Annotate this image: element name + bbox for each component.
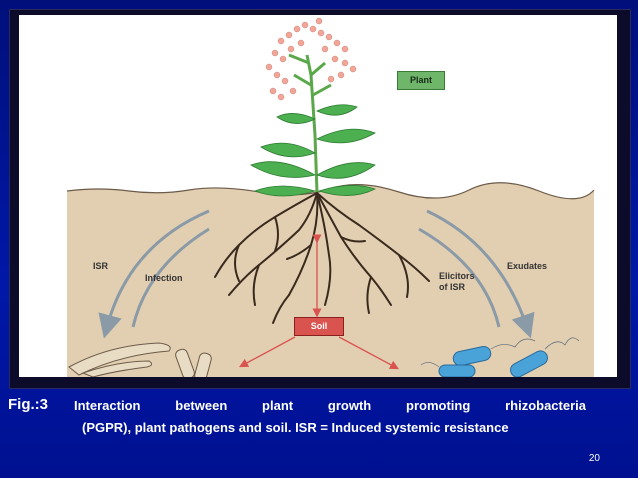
plant-leaves: [250, 104, 377, 197]
diagram-drawing: [66, 17, 595, 377]
plant-stem: [288, 53, 332, 194]
plant-label: Plant: [397, 71, 445, 90]
pathogens: [68, 342, 212, 377]
of-isr-label: of ISR: [439, 282, 465, 292]
plant-roots: [214, 192, 430, 324]
plant-flowers: [265, 17, 357, 101]
figure-number: Fig.:3: [8, 396, 48, 413]
bacteria: [438, 346, 548, 377]
infection-label: Infection: [145, 273, 183, 283]
exudates-label: Exudates: [507, 261, 548, 271]
caption-line-2: (PGPR), plant pathogens and soil. ISR = …: [82, 420, 509, 435]
elicitors-label: Elicitors: [439, 271, 475, 281]
pgpr-interaction-diagram: Plant Soil ISR Infection Elicitors of IS…: [19, 15, 617, 377]
soil-arrows: [238, 234, 400, 370]
isr-arrows: [98, 209, 535, 339]
page-number: 20: [588, 453, 600, 464]
caption-line-1: Interaction between plant growth promoti…: [74, 398, 586, 413]
bacteria-flagella: [420, 337, 580, 368]
soil-label: Soil: [294, 317, 344, 336]
isr-label: ISR: [93, 261, 109, 271]
